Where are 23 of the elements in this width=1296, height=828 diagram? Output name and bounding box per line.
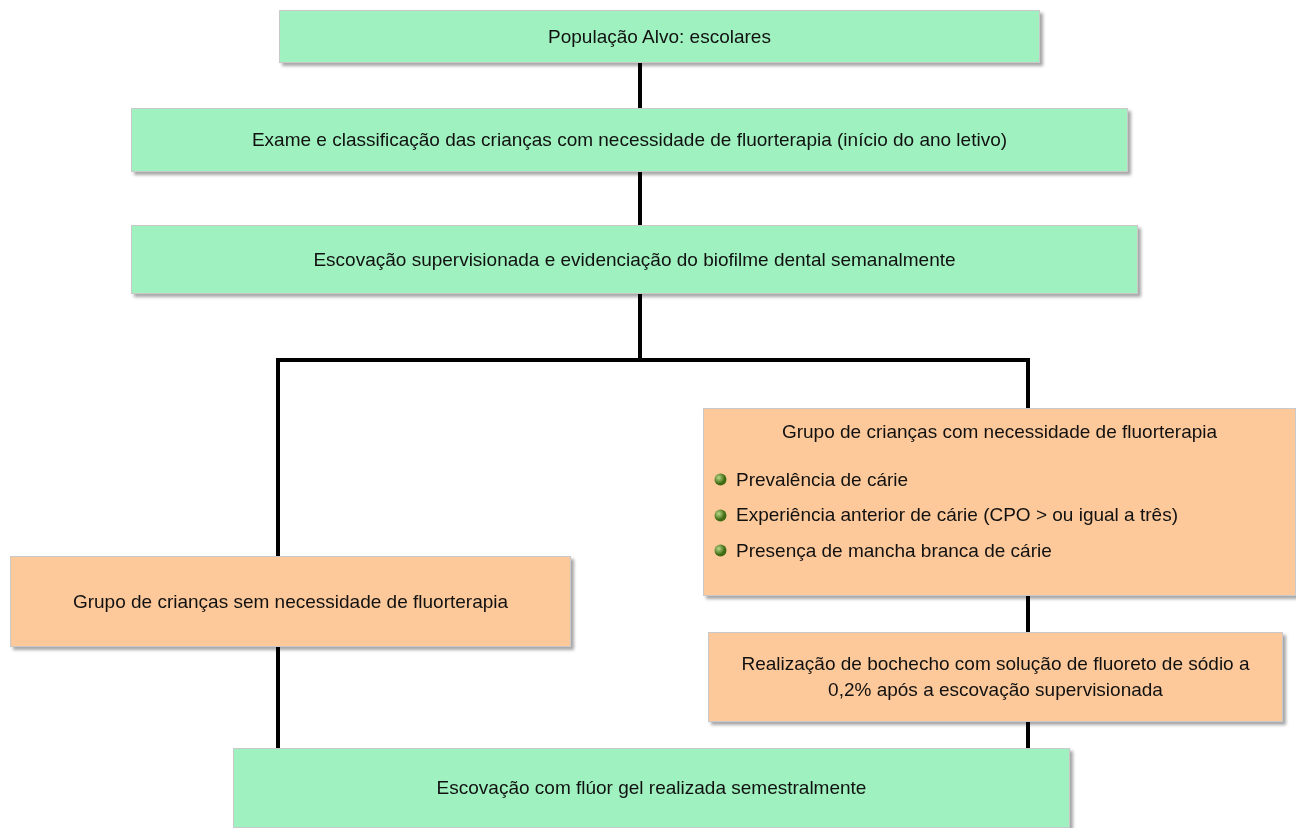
bullet-text: Prevalência de cárie bbox=[736, 467, 909, 492]
connector-line bbox=[638, 172, 642, 225]
box-text: Exame e classificação das crianças com necessidade de fluorterapia (início do ano letivo) bbox=[251, 128, 1008, 153]
connector-line bbox=[1026, 722, 1030, 748]
process-box bbox=[131, 108, 1128, 172]
bullet-text: Experiência anterior de cárie (CPO > ou igual a três) bbox=[736, 503, 1178, 528]
bullet-text: Presença de mancha branca de cárie bbox=[736, 538, 1052, 563]
connector-line bbox=[638, 63, 642, 108]
process-box bbox=[708, 632, 1283, 722]
process-box bbox=[10, 556, 571, 647]
process-box bbox=[233, 748, 1070, 828]
box-text: Grupo de crianças com necessidade de fluorterapia bbox=[780, 420, 1219, 444]
process-box bbox=[703, 408, 1296, 596]
box-text: Escovação supervisionada e evidenciação do biofilme dental semanalmente bbox=[313, 247, 956, 272]
connector-line bbox=[638, 294, 1030, 408]
process-box bbox=[131, 225, 1138, 294]
process-box bbox=[279, 10, 1040, 63]
box-text: Escovação com flúor gel realizada semestralmente bbox=[436, 776, 867, 801]
connector-line bbox=[276, 647, 280, 748]
box-text: Grupo de crianças sem necessidade de fluorterapia bbox=[72, 589, 509, 614]
box-text: Realização de bochecho com solução de fluoreto de sódio a 0,2% após a escovação supervisionada bbox=[740, 652, 1251, 702]
connector-line bbox=[1026, 596, 1030, 632]
box-text: População Alvo: escolares bbox=[548, 24, 771, 49]
